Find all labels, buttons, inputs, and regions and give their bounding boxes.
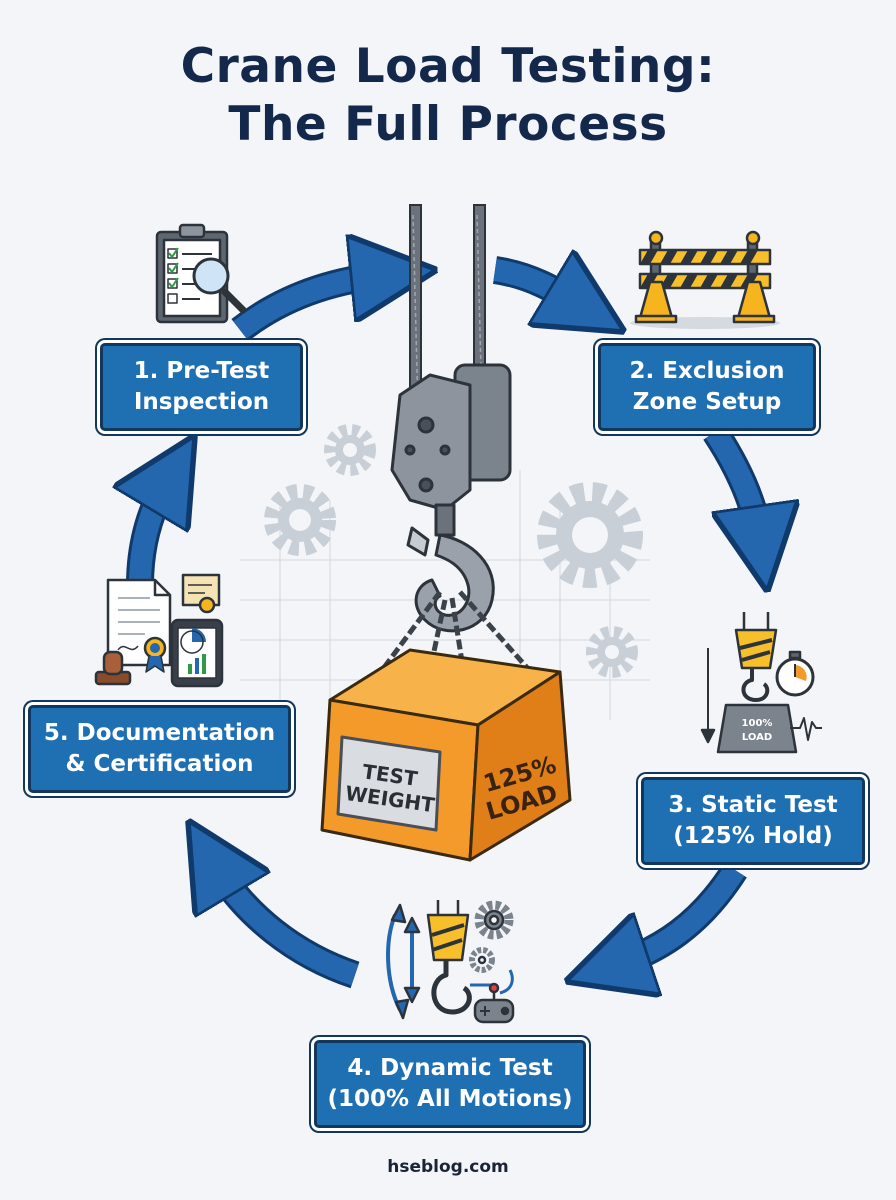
step-5-line-2: & Certification [65, 751, 254, 777]
step-5-line-1: 5. Documentation [43, 720, 276, 746]
footer-source: hseblog.com [387, 1157, 509, 1177]
gear-icon [264, 484, 336, 556]
step-3-line-1: 3. Static Test [668, 792, 838, 818]
cycle-arrows [140, 270, 760, 975]
step-1-pre-test-inspection: 1. Pre-Test Inspection [100, 343, 303, 431]
step-4-line-2: (100% All Motions) [327, 1086, 573, 1112]
static-test-icon [700, 612, 822, 754]
static-test-weight-label: 100% LOAD [742, 718, 773, 743]
step-1-line-1: 1. Pre-Test [133, 358, 270, 384]
svg-text:LOAD: LOAD [742, 732, 772, 743]
step-3-line-2: (125% Hold) [673, 823, 833, 849]
step-3-static-test: 3. Static Test (125% Hold) [641, 777, 865, 865]
gear-icon [537, 482, 643, 588]
safety-barrier-icon [630, 230, 780, 329]
step-2-line-1: 2. Exclusion [629, 358, 785, 384]
step-4-dynamic-test: 4. Dynamic Test (100% All Motions) [314, 1040, 586, 1128]
step-4-line-1: 4. Dynamic Test [347, 1055, 553, 1081]
gear-icon [324, 424, 376, 476]
dynamic-test-icon [386, 900, 515, 1024]
magnifier-icon [192, 257, 247, 314]
step-5-documentation-certification: 5. Documentation & Certification [28, 705, 291, 793]
clipboard-checklist-icon [155, 223, 229, 324]
gear-icon [586, 626, 638, 678]
page-title: Crane Load Testing: The Full Process [0, 38, 896, 154]
test-weight [320, 648, 572, 862]
step-1-line-2: Inspection [133, 389, 270, 415]
title-line-1: Crane Load Testing: [180, 39, 716, 94]
step-2-exclusion-zone-setup: 2. Exclusion Zone Setup [598, 343, 816, 431]
title-line-2: The Full Process [228, 97, 668, 152]
step-2-line-2: Zone Setup [632, 389, 782, 415]
hook-block-icon [390, 363, 512, 512]
documentation-icon [94, 573, 224, 688]
svg-text:100%: 100% [742, 718, 773, 729]
